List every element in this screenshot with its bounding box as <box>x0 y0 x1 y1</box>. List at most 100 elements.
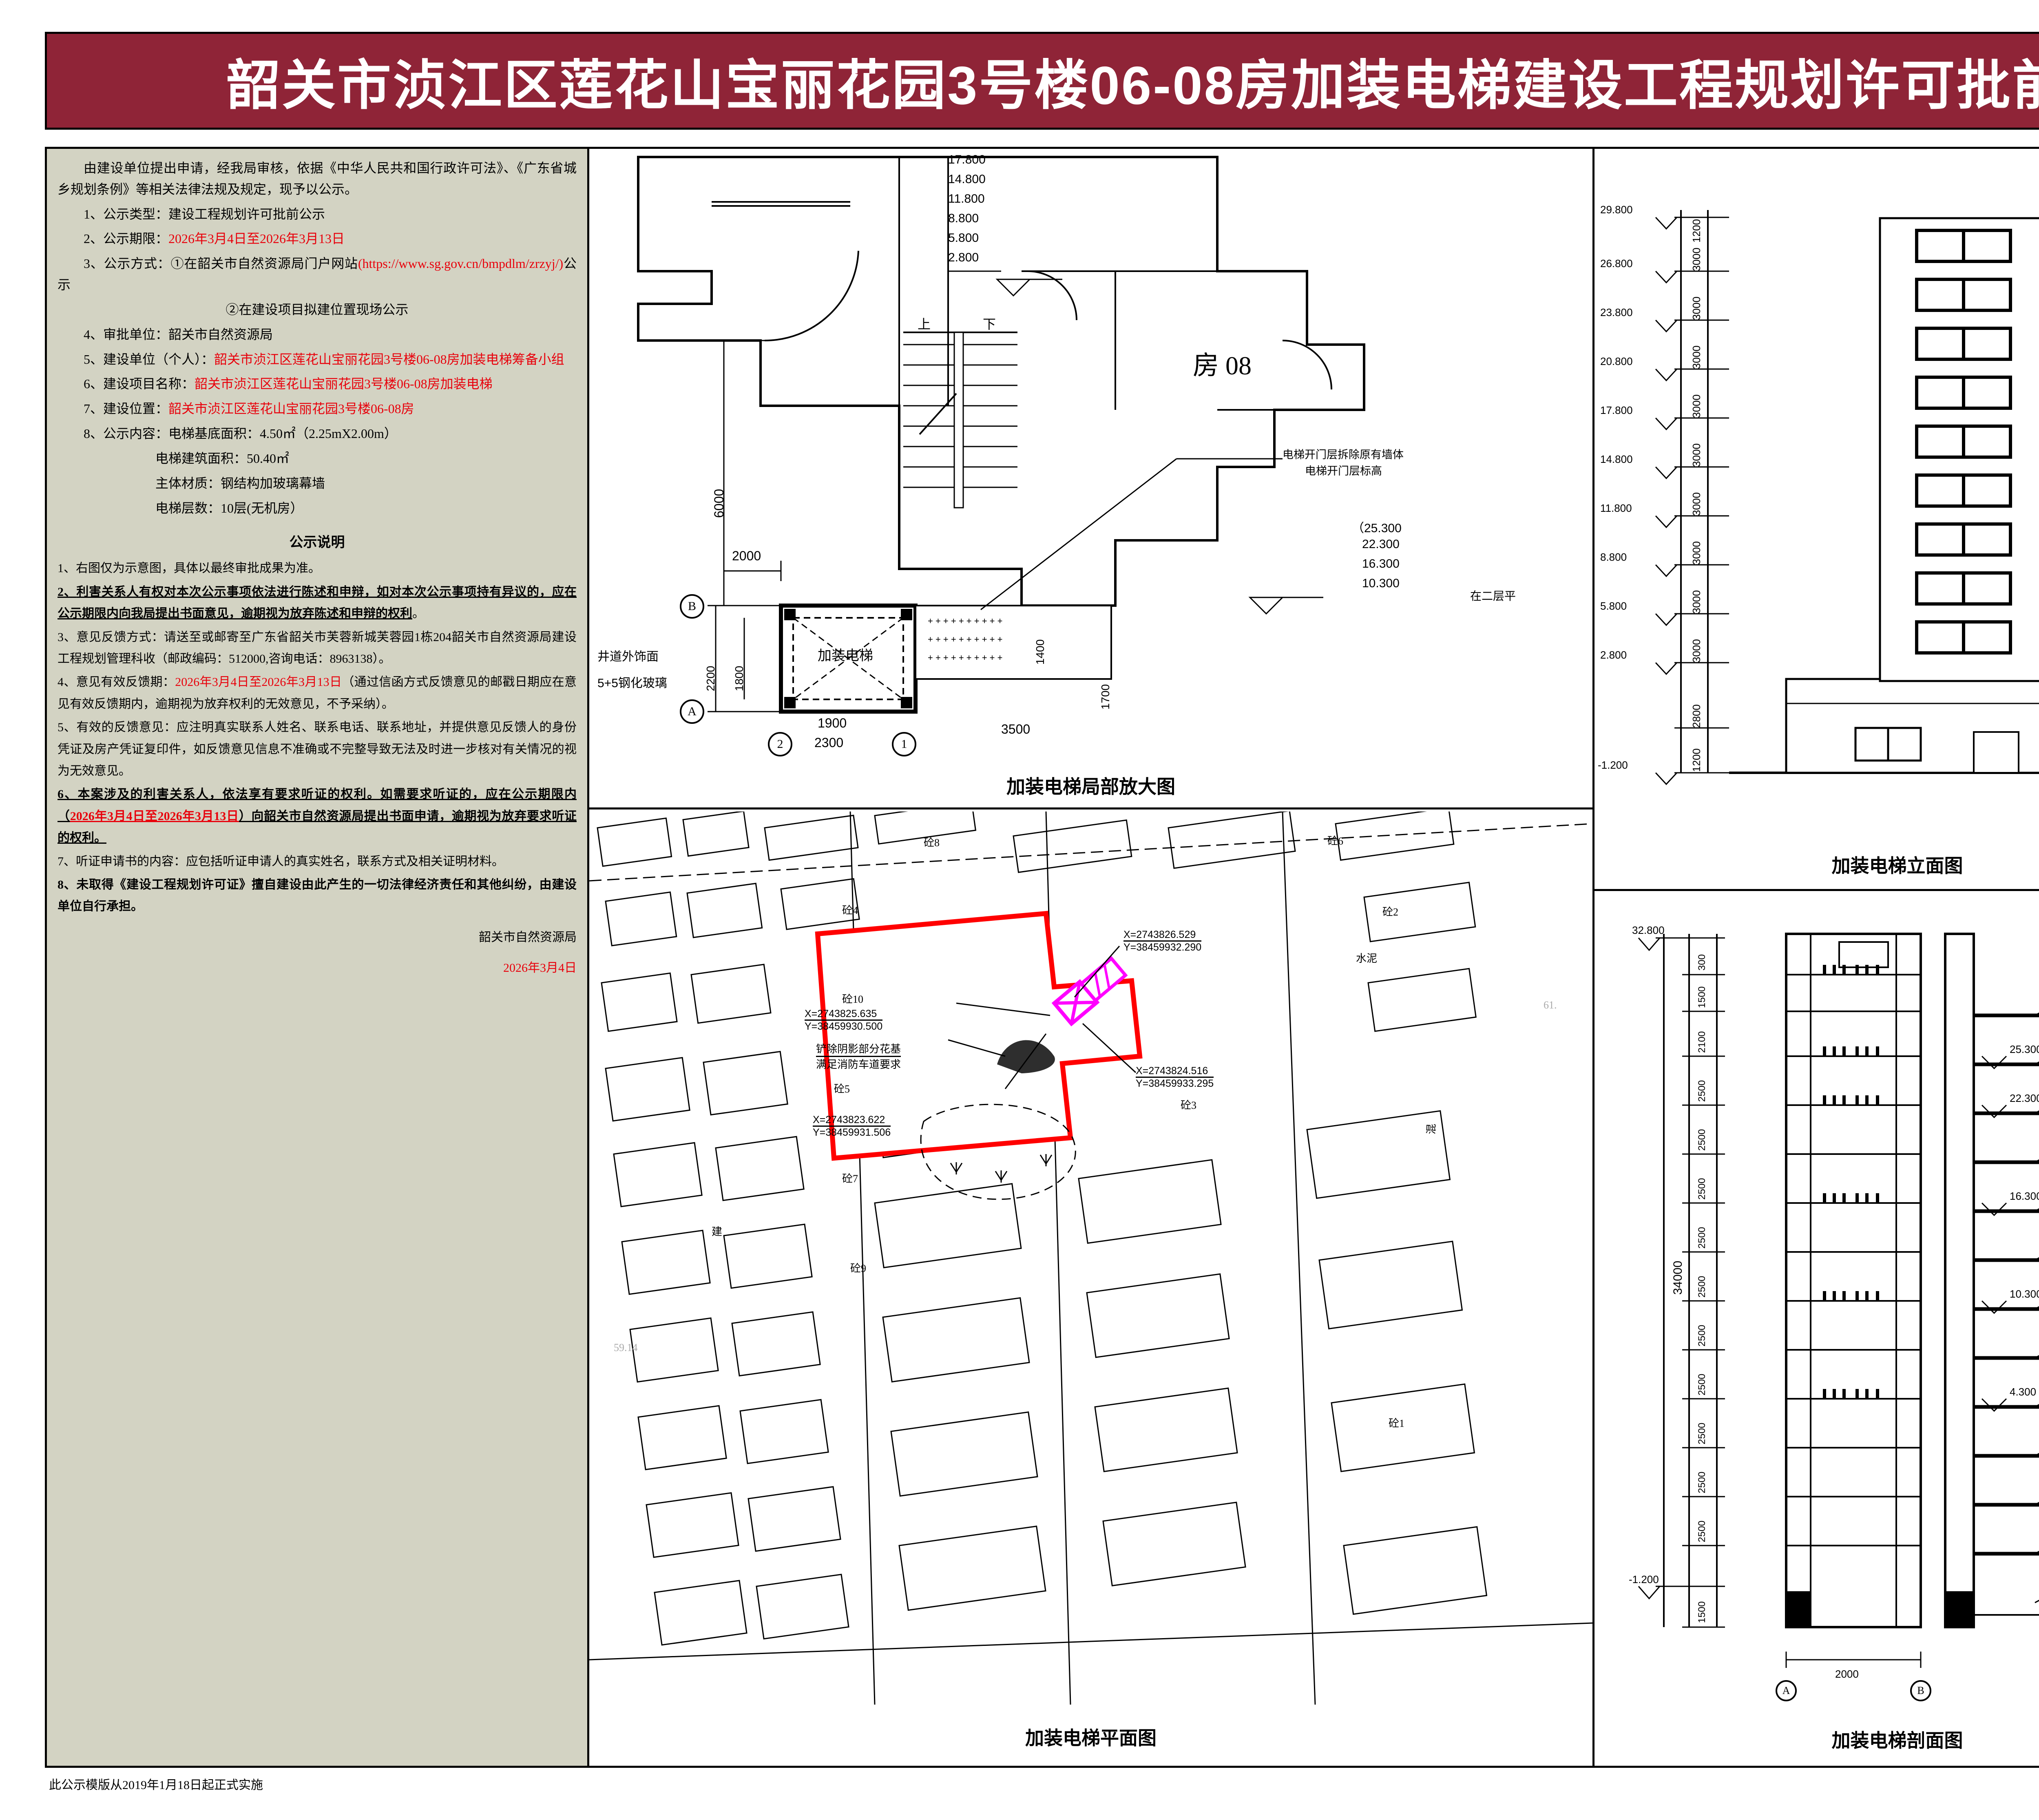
statement-item-4: 4、意见有效反馈期：2026年3月4日至2026年3月13日（通过信函方式反馈意… <box>57 675 577 711</box>
notice-item-method: 3、公示方式：①在韶关市自然资源局门户网站(https://www.sg.gov… <box>57 256 577 292</box>
plan-coord-x: X=2743824.516 <box>1136 1065 1214 1078</box>
plan-coordinate-label: X=2743823.622 Y=38459931.506 <box>813 1114 891 1138</box>
section-total-height: 34000 <box>1671 1261 1685 1295</box>
section-axis-bubble: A <box>1776 1680 1797 1701</box>
plan-note-line-1: 铲除阴影部分花基 <box>816 1041 901 1057</box>
plan-building-label: 建 <box>712 1226 723 1238</box>
elev-level: 5.800 <box>1600 600 1627 612</box>
detail-level: 17.800 <box>948 153 986 166</box>
statement-heading: 公示说明 <box>289 535 345 551</box>
plan-coordinate-label: X=2743824.516 Y=38459933.295 <box>1136 1065 1214 1089</box>
plan-coordinate-label: X=2743825.635 Y=38459930.500 <box>805 1008 883 1032</box>
statement-item-1: 1、右图仅为示意图，具体以最终审批成果为准。 <box>57 562 321 575</box>
detail-level: 8.800 <box>948 212 979 225</box>
plan-building-label: 砼7 <box>842 1173 858 1185</box>
statement-item-7: 7、听证申请书的内容：应包括听证申请人的真实姓名，联系方式及相关证明材料。 <box>57 854 504 868</box>
detail-axis-bubble: 2 <box>768 732 792 756</box>
section-story-dim: 2100 <box>1696 1031 1707 1053</box>
statement-item-8: 8、未取得《建设工程规划许可证》擅自建设由此产生的一切法律经济责任和其他纠纷，由… <box>57 878 577 913</box>
detail-level-right: 16.300 <box>1362 557 1400 571</box>
elevation-drawing-panel: 29.800 26.800 23.800 20.800 17.800 14.80… <box>1594 149 2039 891</box>
detail-shaft-finish-label: 井道外饰面 <box>597 650 659 663</box>
plan-coordinate-label: X=2743826.529 Y=38459932.290 <box>1123 929 1202 953</box>
elev-story-dim: 3000 <box>1690 541 1703 565</box>
elev-level: 2.800 <box>1600 649 1627 661</box>
publicity-period-value: 2026年3月4日至2026年3月13日 <box>168 231 345 246</box>
plan-building-label: 水泥 <box>1356 953 1378 964</box>
hearing-period-value: 2026年3月4日至2026年3月13日 <box>70 809 239 823</box>
notice-item-project-name: 6、建设项目名称：韶关市浈江区莲花山宝丽花园3号楼06-08房加装电梯 <box>84 376 493 391</box>
section-story-dim: 300 <box>1696 954 1707 971</box>
elev-story-dim: 3000 <box>1690 492 1703 516</box>
elev-story-dim: 3000 <box>1690 248 1703 271</box>
plan-building-label: 砼5 <box>834 1083 850 1095</box>
section-story-dim: 2500 <box>1696 1178 1707 1200</box>
elev-level: 14.800 <box>1600 453 1633 465</box>
statement-body: 1、右图仅为示意图，具体以最终审批成果为准。 2、利害关系人有权对本次公示事项依… <box>57 557 577 979</box>
section-story-dim: 1500 <box>1696 1601 1707 1623</box>
notice-panel: 由建设单位提出申请，经我局审核，依据《中华人民共和国行政许可法》、《广东省城乡规… <box>47 149 589 1766</box>
section-drawing-panel: 32.800 -1.200 34000 下部电梯机房 25.300 22.300… <box>1594 893 2039 1766</box>
plan-coord-y: Y=38459932.290 <box>1123 942 1202 953</box>
title-banner: 韶关市浈江区莲花山宝丽花园3号楼06-08房加装电梯建设工程规划许可批前公示（一… <box>45 32 2039 130</box>
detail-level: 2.800 <box>948 251 979 264</box>
notice-intro: 由建设单位提出申请，经我局审核，依据《中华人民共和国行政许可法》、《广东省城乡规… <box>57 161 577 197</box>
plan-coord-y: Y=38459930.500 <box>805 1021 883 1032</box>
detail-dim: 2300 <box>814 735 844 750</box>
detail-level-right: 10.300 <box>1362 577 1400 590</box>
section-story-dim: 1500 <box>1696 986 1707 1008</box>
elev-level: 11.800 <box>1600 502 1632 514</box>
section-story-dim: 2500 <box>1696 1080 1707 1102</box>
section-level: 16.300 <box>2010 1190 2039 1202</box>
plan-coord-x: X=2743825.635 <box>805 1008 883 1021</box>
statement-item-2: 2、利害关系人有权对本次公示事项依法进行陈述和申辩，如对本次公示事项持有异议的，… <box>57 585 577 621</box>
section-bottom-level: -1.200 <box>1629 1573 1659 1586</box>
detail-axis-bubble: 1 <box>892 732 916 756</box>
elev-story-dim: 3000 <box>1690 394 1703 418</box>
elev-story-dim: 3000 <box>1690 590 1703 614</box>
elev-level: -1.200 <box>1598 759 1628 771</box>
plan-note-line-2: 满足消防车道要求 <box>816 1058 901 1070</box>
statement-item-5: 5、有效的反馈意见：应注明真实联系人姓名、联系电话、联系地址，并提供意见反馈人的… <box>57 721 577 778</box>
notice-body: 由建设单位提出申请，经我局审核，依据《中华人民共和国行政许可法》、《广东省城乡规… <box>57 158 577 519</box>
section-level: 25.300 <box>2010 1043 2039 1055</box>
plan-coord-x: X=2743823.622 <box>813 1114 891 1127</box>
svg-text:+ + + + + + + + + +: + + + + + + + + + + <box>928 616 1003 626</box>
section-axis-bubble: B <box>1910 1680 1931 1701</box>
feedback-period-value: 2026年3月4日至2026年3月13日 <box>175 675 342 689</box>
section-story-dim: 2500 <box>1696 1129 1707 1151</box>
detail-drawing-panel: + + + + + + + + + + + + + + + + + + + + … <box>589 149 1592 809</box>
elev-level: 26.800 <box>1600 257 1633 270</box>
section-caption: 加装电梯剖面图 <box>1831 1730 1963 1751</box>
plan-building-label: 砼6 <box>1327 835 1344 847</box>
plan-building-label: 砼1 <box>1389 1418 1405 1429</box>
plan-building-label: 砼9 <box>850 1263 867 1274</box>
plan-building-label: 砼3 <box>1181 1099 1197 1111</box>
section-level: 10.300 <box>2010 1288 2039 1300</box>
section-story-dim: 2500 <box>1696 1325 1707 1347</box>
detail-level: 11.800 <box>948 192 985 206</box>
detail-dim: 1900 <box>818 716 847 730</box>
notice-item-approver: 4、审批单位：韶关市自然资源局 <box>84 327 273 342</box>
detail-room-label: 房 08 <box>1193 351 1252 380</box>
detail-dim: 1800 <box>733 666 745 691</box>
elev-story-dim: 1200 <box>1690 748 1703 772</box>
notice-content-line-1: 电梯建筑面积：50.40㎡ <box>155 451 290 466</box>
section-level: 4.300 <box>2010 1386 2037 1398</box>
plan-drawing-panel: X=2743826.529 Y=38459932.290 X=2743825.6… <box>589 812 1592 1766</box>
notice-method-2: ②在建设项目拟建位置现场公示 <box>226 302 409 317</box>
detail-note-demolish: 电梯开门层拆除原有墙体 <box>1283 449 1404 461</box>
notice-website-url[interactable]: (https://www.sg.gov.cn/bmpdlm/zrzyj/) <box>358 256 564 271</box>
detail-caption: 加装电梯局部放大图 <box>1006 776 1175 797</box>
plan-coord-y: Y=38459931.506 <box>813 1127 891 1138</box>
section-top-level: 32.800 <box>1632 924 1665 936</box>
elev-level: 23.800 <box>1600 306 1633 318</box>
statement-item-6: 6、本案涉及的利害关系人，依法享有要求听证的权利。如需要求听证的，应在公示期限内… <box>57 787 577 845</box>
detail-note-level: 电梯开门层标高 <box>1305 465 1382 477</box>
detail-axis-bubble: B <box>680 594 704 619</box>
detail-dim: 3500 <box>1001 722 1031 736</box>
notice-content-line-2: 主体材质：钢结构加玻璃幕墙 <box>155 475 325 491</box>
detail-dim: 2000 <box>732 548 761 563</box>
drawing-frame <box>45 147 2039 1768</box>
